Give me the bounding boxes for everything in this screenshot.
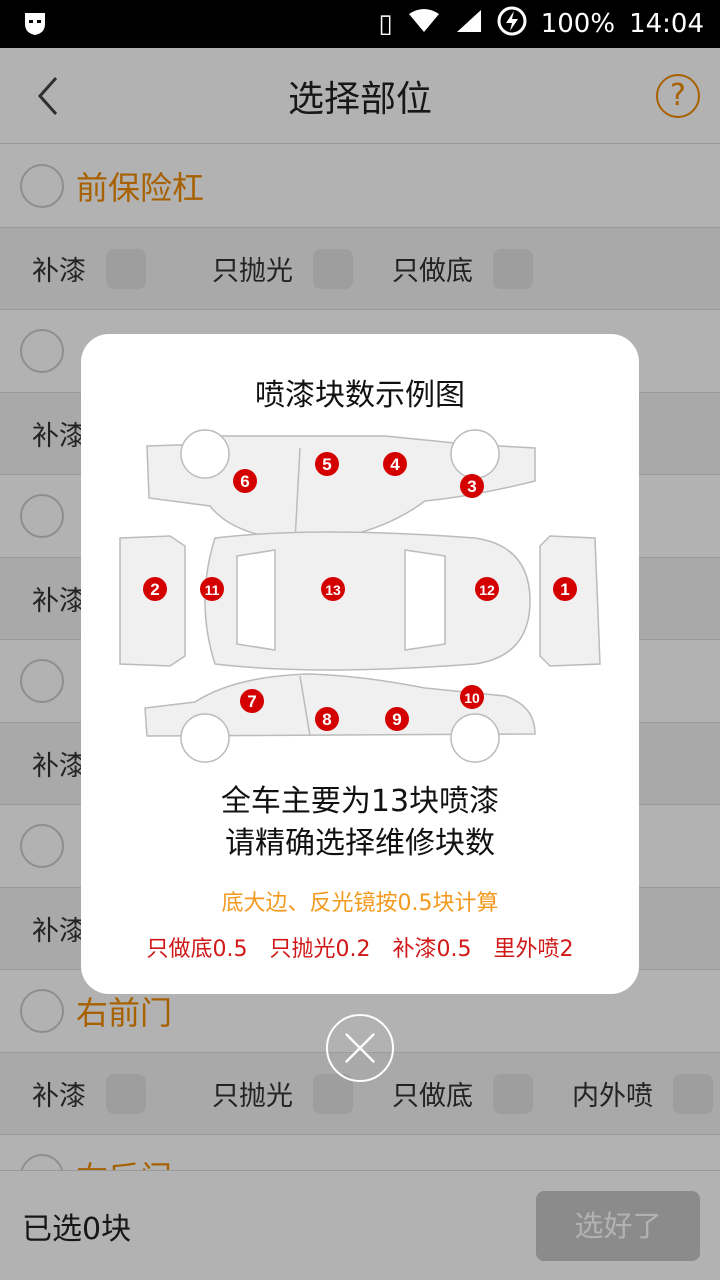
battery-charging-icon: [497, 6, 527, 43]
option-row: 补漆 只抛光 只做底 内外喷: [0, 1053, 720, 1135]
option-label: 补漆: [32, 586, 86, 617]
app-header: 选择部位 ?: [0, 48, 720, 144]
option-label: 只做底: [392, 1081, 473, 1112]
part-number: 9: [392, 710, 401, 729]
option-item[interactable]: 内外喷: [540, 1073, 720, 1114]
page-title: 选择部位: [287, 78, 432, 120]
checkbox[interactable]: [313, 1073, 353, 1114]
section-title: 前保险杠: [76, 169, 205, 207]
rate-item: 只做底0.5: [146, 937, 248, 962]
checkbox[interactable]: [106, 248, 146, 289]
option-label: 只抛光: [212, 256, 293, 287]
part-number: 5: [322, 455, 331, 474]
checkbox[interactable]: [313, 248, 353, 289]
part-number: 8: [322, 710, 331, 729]
status-bar: ▯ 100% 14:04: [0, 0, 720, 48]
half-block-note: 底大边、反光镜按0.5块计算: [221, 891, 499, 916]
checkbox[interactable]: [493, 1073, 533, 1114]
done-button[interactable]: 选好了: [536, 1191, 700, 1261]
part-badge: [475, 577, 499, 601]
rate-list: 只做底0.5 只抛光0.2 补漆0.5 里外喷2: [81, 931, 639, 963]
option-row: 补漆 只抛光 只做底: [0, 228, 720, 310]
checkbox[interactable]: [493, 248, 533, 289]
option-label: 补漆: [32, 421, 86, 452]
part-number: 2: [150, 580, 159, 599]
part-badge: [383, 452, 407, 476]
part-number: 12: [479, 582, 495, 598]
rate-item: 只抛光0.2: [269, 937, 371, 962]
part-badge: [143, 577, 167, 601]
part-badge: [385, 707, 409, 731]
part-number: 7: [247, 692, 256, 711]
radio-button[interactable]: [20, 659, 64, 703]
bottom-bar: 已选0块 选好了: [0, 1170, 720, 1280]
option-item[interactable]: 只抛光: [180, 1073, 360, 1114]
part-number: 4: [390, 455, 400, 474]
help-icon[interactable]: ?: [656, 74, 700, 118]
radio-button[interactable]: [20, 989, 64, 1033]
rate-item: 里外喷2: [493, 937, 574, 962]
part-badge: [315, 452, 339, 476]
option-item[interactable]: 补漆: [0, 248, 180, 289]
part-badge: [321, 577, 345, 601]
radio-button[interactable]: [20, 824, 64, 868]
battery-level: 100%: [540, 9, 616, 39]
vibrate-icon: ▯: [378, 9, 393, 39]
option-label: 只做底: [392, 256, 473, 287]
part-number: 13: [325, 582, 341, 598]
app-notification-icon: [22, 10, 48, 43]
section-header[interactable]: 前保险杠: [0, 145, 720, 228]
part-number: 3: [467, 477, 476, 496]
radio-button[interactable]: [20, 329, 64, 373]
close-dialog-icon[interactable]: [326, 1014, 394, 1082]
part-badge: [315, 707, 339, 731]
signal-icon: [455, 8, 483, 41]
instruction-text: 请精确选择维修块数: [225, 826, 495, 861]
checkbox[interactable]: [106, 1073, 146, 1114]
option-item[interactable]: 只做底: [360, 1073, 540, 1114]
part-badge: [553, 577, 577, 601]
part-number: 6: [240, 472, 249, 491]
wifi-icon: [407, 8, 441, 41]
section-title: 右前门: [76, 994, 173, 1032]
checkbox[interactable]: [673, 1073, 713, 1114]
radio-button[interactable]: [20, 494, 64, 538]
back-chevron-icon[interactable]: [30, 76, 70, 116]
option-label: 补漆: [32, 916, 86, 947]
radio-button[interactable]: [20, 164, 64, 208]
option-item[interactable]: 只做底: [360, 248, 540, 289]
part-number: 10: [464, 690, 480, 706]
part-badge: [240, 689, 264, 713]
option-label: 补漆: [32, 1081, 86, 1112]
part-number: 1: [560, 580, 569, 599]
part-number: 11: [205, 582, 220, 598]
option-label: 内外喷: [572, 1081, 653, 1112]
rate-item: 补漆0.5: [392, 937, 472, 962]
option-label: 只抛光: [212, 1081, 293, 1112]
option-label: 补漆: [32, 751, 86, 782]
part-badge: [233, 469, 257, 493]
option-label: 补漆: [32, 256, 86, 287]
part-badge: [460, 474, 484, 498]
option-item[interactable]: 补漆: [0, 1073, 180, 1114]
dialog-title: 喷漆块数示例图: [255, 378, 465, 413]
part-badge: [200, 577, 224, 601]
total-blocks-text: 全车主要为13块喷漆: [220, 784, 500, 819]
clock: 14:04: [629, 9, 704, 39]
part-badge: [460, 685, 484, 709]
selected-count: 已选0块: [22, 1211, 132, 1247]
option-item[interactable]: 只抛光: [180, 248, 360, 289]
